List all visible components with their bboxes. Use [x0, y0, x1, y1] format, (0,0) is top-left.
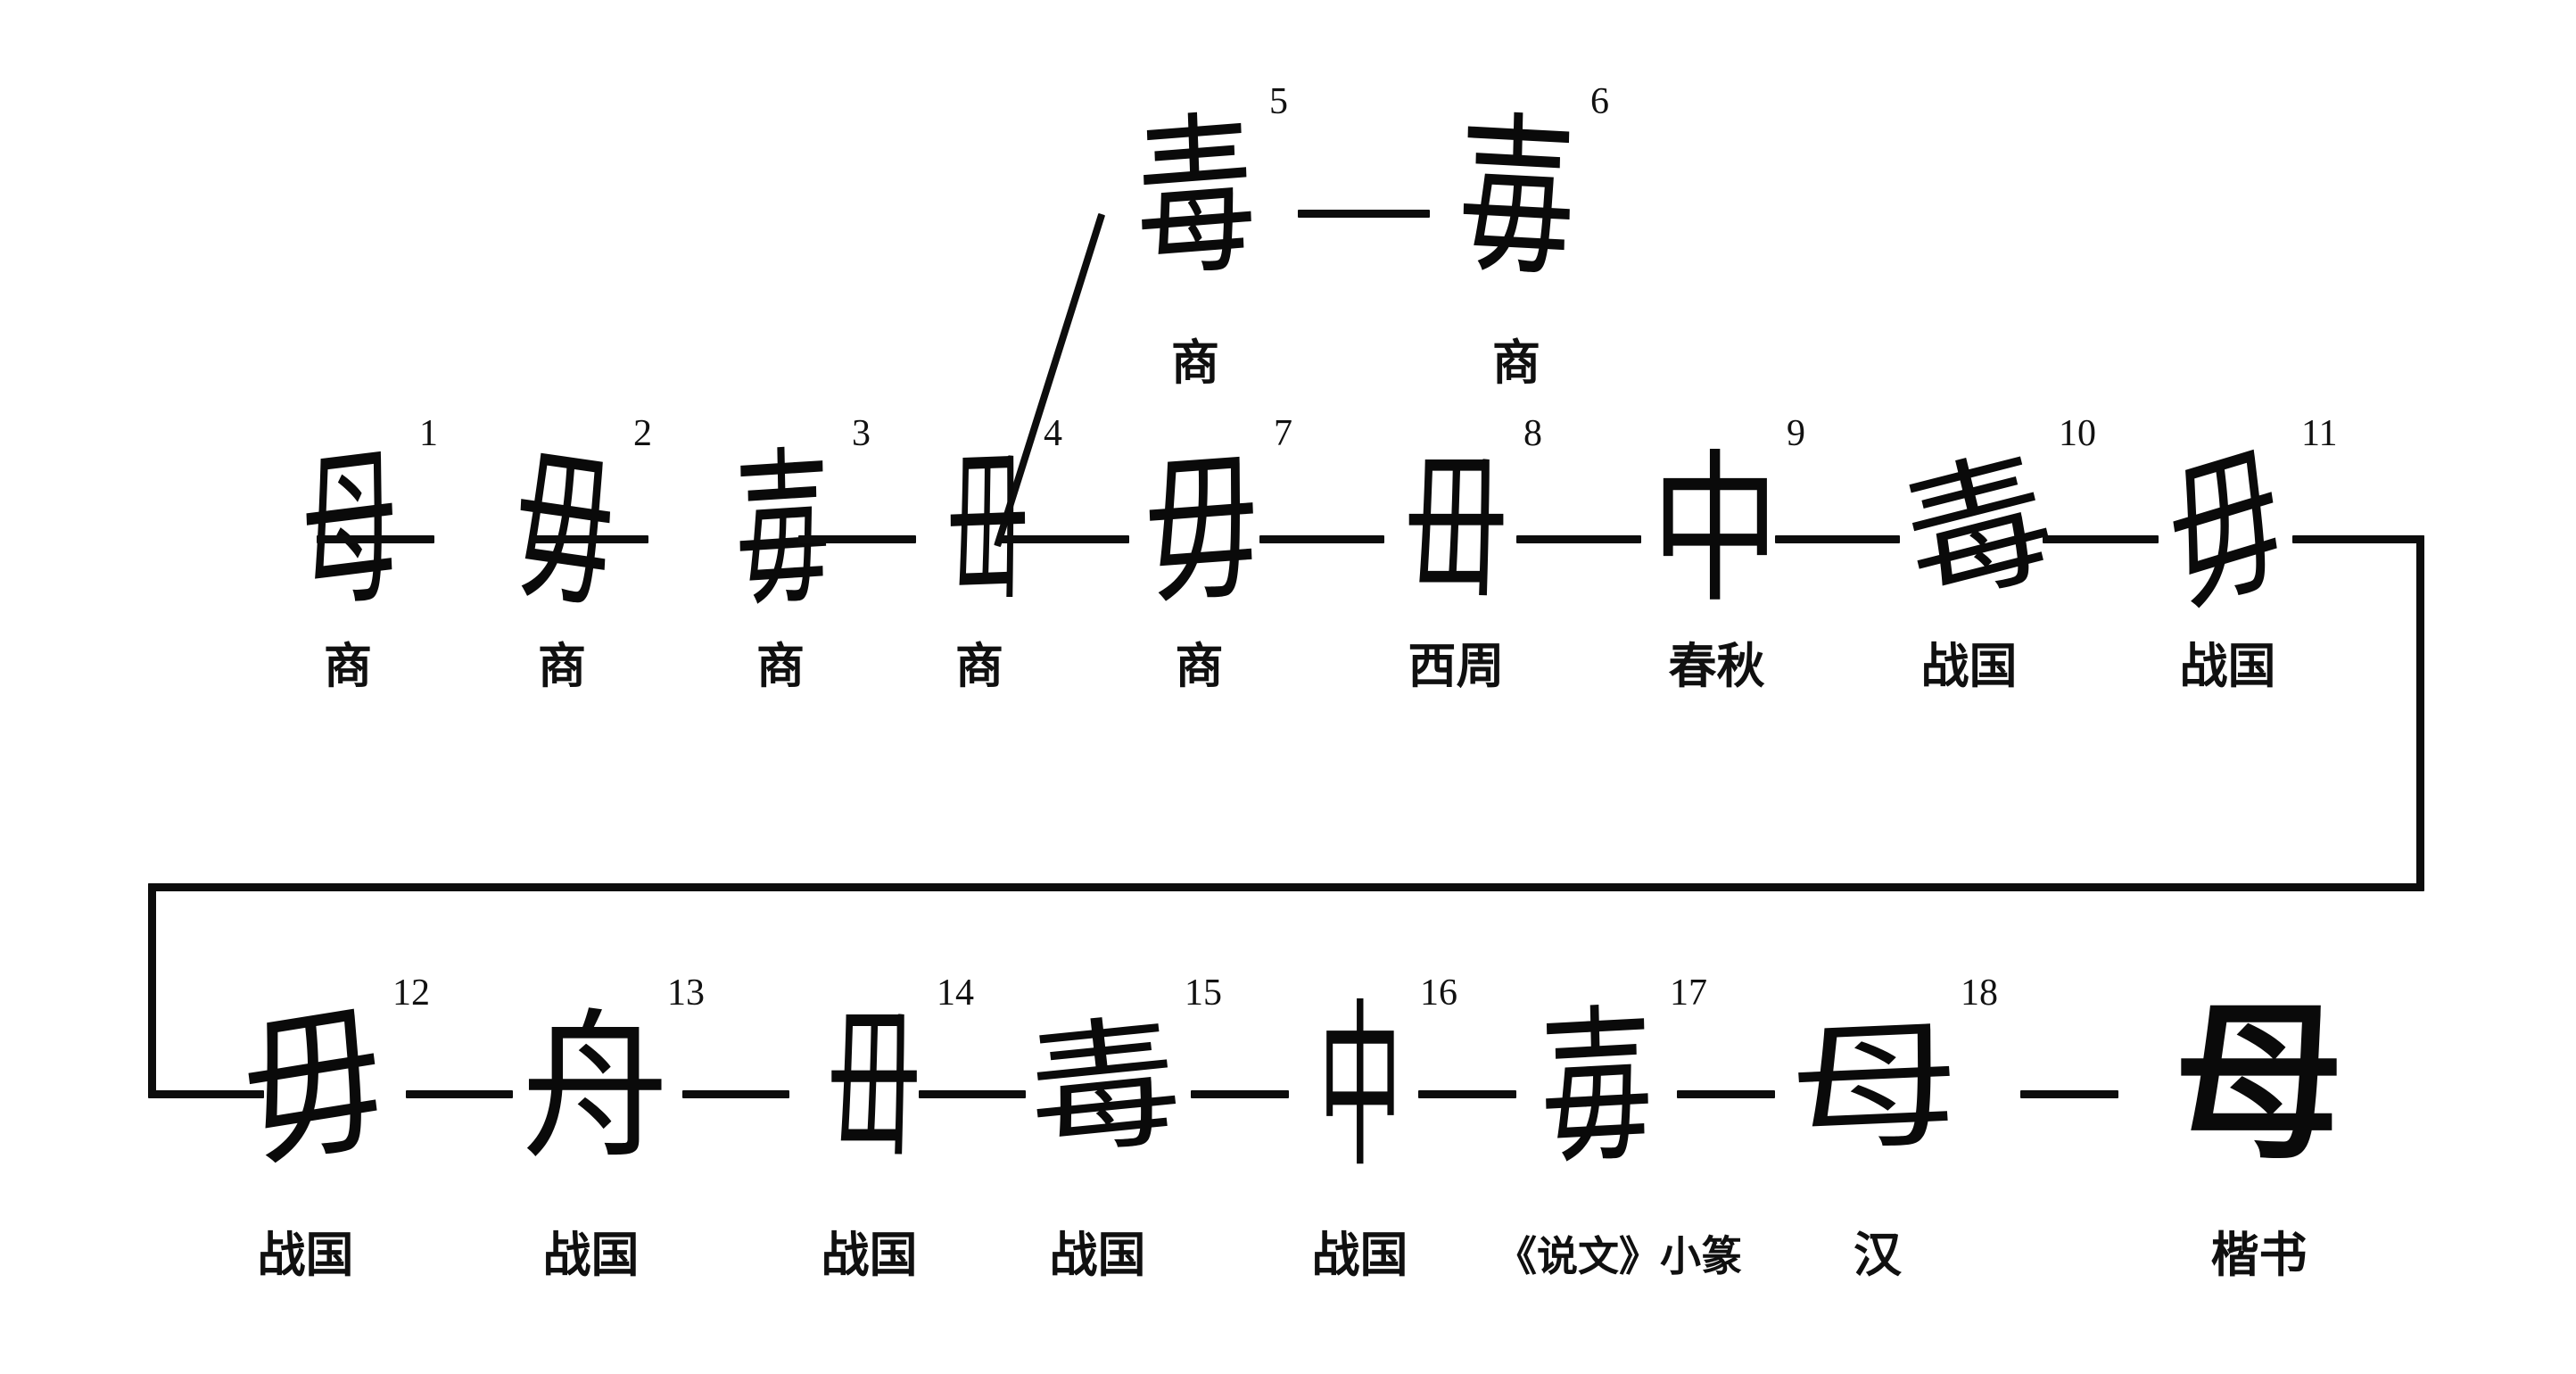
glyph-image-1: 母	[297, 427, 403, 634]
wrap-connector-right-vertical	[2416, 535, 2424, 890]
connector-16-17	[1418, 1090, 1516, 1098]
era-label-1: 商	[324, 638, 372, 694]
glyph-index-5: 5	[1269, 81, 1288, 122]
connector-14-15	[919, 1090, 1026, 1098]
era-label-5: 商	[1171, 335, 1219, 391]
era-label-14: 战国	[821, 1227, 918, 1283]
glyph-cell-8: 毌 8	[1378, 415, 1548, 647]
glyph-index-12: 12	[392, 973, 430, 1014]
wrap-connector-bottom-segment	[148, 1090, 264, 1098]
glyph-image-final: 母	[2174, 985, 2344, 1182]
era-label-11: 战国	[2179, 638, 2276, 694]
glyph-image-15: 毒	[1020, 997, 1188, 1179]
era-label-18: 汉	[1854, 1227, 1902, 1283]
glyph-cell-12: 毋 12	[227, 974, 430, 1204]
glyph-index-16: 16	[1420, 973, 1457, 1014]
era-label-10: 战国	[1920, 638, 2018, 694]
glyph-cell-14: 毌 14	[794, 974, 974, 1204]
glyph-cell-18: 母 18	[1784, 974, 1998, 1204]
connector-1-2	[317, 535, 434, 543]
connector-17-18	[1677, 1090, 1775, 1098]
era-label-8: 西周	[1408, 638, 1505, 694]
connector-12-13	[406, 1090, 513, 1098]
glyph-index-9: 9	[1787, 413, 1805, 454]
glyph-cell-final: 母	[2163, 990, 2368, 1204]
glyph-index-14: 14	[937, 973, 974, 1014]
wrap-connector-left-vertical	[148, 883, 156, 1097]
era-label-15: 战国	[1049, 1227, 1146, 1283]
glyph-image-7: 毋	[1140, 434, 1264, 628]
connector-2-3	[531, 535, 648, 543]
glyph-cell-11: 毋 11	[2145, 415, 2337, 647]
glyph-image-8: 毌	[1404, 436, 1508, 625]
glyph-image-10: 毒	[1887, 429, 2069, 632]
glyph-index-2: 2	[633, 413, 652, 454]
glyph-image-12: 毋	[233, 984, 396, 1192]
glyph-cell-9: 中 9	[1637, 415, 1806, 647]
glyph-cell-6: 毐 6	[1432, 83, 1610, 326]
glyph-image-5: 毒	[1132, 92, 1259, 304]
glyph-cell-13: 舟 13	[508, 974, 705, 1204]
glyph-index-4: 4	[1044, 413, 1062, 454]
glyph-index-11: 11	[2301, 413, 2338, 454]
glyph-cell-2: 毋 2	[486, 415, 656, 647]
glyph-image-16: 中	[1318, 983, 1402, 1193]
glyph-index-18: 18	[1961, 973, 1998, 1014]
glyph-index-15: 15	[1185, 973, 1222, 1014]
glyph-cell-7: 毋 7	[1124, 415, 1293, 647]
glyph-image-3: 毐	[733, 430, 832, 632]
connector-15-16	[1191, 1090, 1289, 1098]
era-label-2: 商	[538, 638, 586, 694]
glyph-image-14: 毌	[827, 990, 921, 1186]
era-label-16: 战国	[1311, 1227, 1408, 1283]
era-label-6: 商	[1492, 335, 1540, 391]
connector-13-14	[682, 1090, 789, 1098]
wrap-connector-middle-horizontal	[148, 883, 2424, 891]
era-label-13: 战国	[542, 1227, 640, 1283]
connector-3-4	[798, 535, 916, 543]
glyph-cell-5: 毒 5	[1110, 83, 1289, 326]
glyph-index-7: 7	[1274, 413, 1292, 454]
connector-7-8	[1259, 535, 1384, 543]
glyph-index-8: 8	[1523, 413, 1542, 454]
connector-10-11	[2043, 535, 2159, 543]
connector-5-6	[1298, 210, 1430, 218]
glyph-index-17: 17	[1670, 973, 1707, 1014]
glyph-image-13: 舟	[521, 995, 670, 1181]
glyph-cell-15: 毒 15	[1017, 974, 1222, 1204]
glyph-image-17: 毐	[1539, 987, 1655, 1189]
glyph-cell-4: 毌 4	[910, 415, 1079, 647]
connector-18-final	[2020, 1090, 2118, 1098]
era-label-17: 《说文》小篆	[1496, 1232, 1742, 1280]
glyph-cell-16: 中 16	[1284, 974, 1457, 1204]
era-label-final: 楷书	[2210, 1227, 2308, 1283]
connector-4-7	[997, 535, 1129, 543]
era-label-12: 战国	[257, 1227, 354, 1283]
connector-8-9	[1516, 535, 1641, 543]
connector-9-10	[1775, 535, 1900, 543]
era-label-9: 春秋	[1668, 638, 1765, 694]
glyph-cell-10: 毒 10	[1887, 415, 2096, 647]
era-label-3: 商	[756, 638, 805, 694]
glyph-image-6: 毐	[1456, 94, 1577, 302]
glyph-cell-3: 毐 3	[705, 415, 874, 647]
glyph-image-11: 毋	[2157, 424, 2294, 638]
glyph-cell-17: 毐 17	[1516, 974, 1707, 1204]
glyph-image-9: 中	[1650, 435, 1779, 626]
glyph-index-10: 10	[2059, 413, 2096, 454]
glyph-image-2: 毋	[509, 427, 619, 634]
glyph-cell-1: 母 1	[272, 415, 442, 647]
glyph-index-6: 6	[1590, 81, 1609, 122]
era-label-7: 商	[1175, 638, 1224, 694]
era-label-4: 商	[955, 638, 1003, 694]
glyph-image-4: 毌	[946, 431, 1029, 631]
glyph-index-1: 1	[419, 413, 438, 454]
glyph-index-13: 13	[667, 973, 705, 1014]
glyph-index-3: 3	[852, 413, 871, 454]
glyph-image-18: 母	[1785, 1004, 1966, 1172]
wrap-connector-top-segment	[2292, 535, 2424, 543]
